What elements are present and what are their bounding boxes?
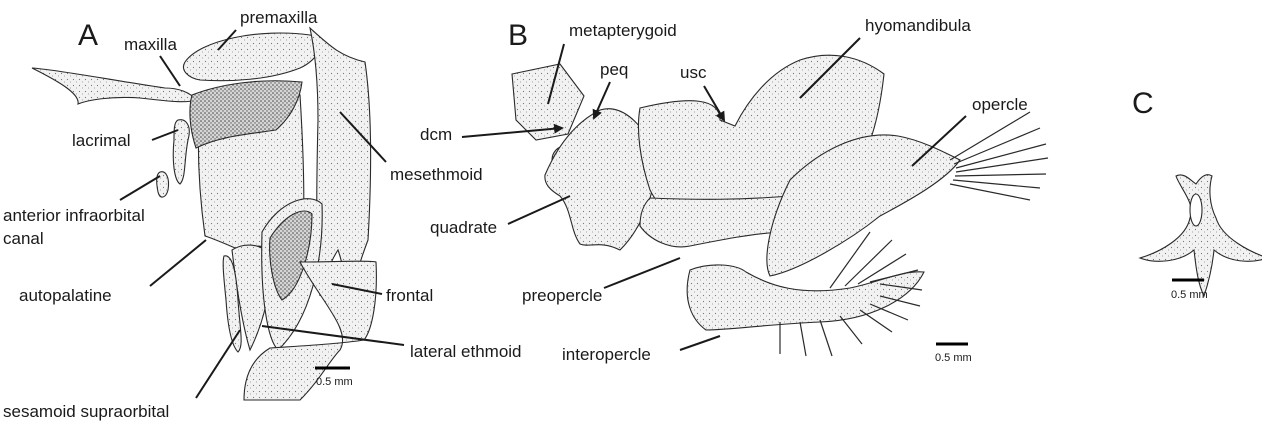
panel-c-letter: C (1132, 87, 1154, 120)
label-interopercle: interopercle (562, 345, 651, 364)
label-metapterygoid: metapterygoid (569, 21, 677, 40)
leader-maxilla (160, 56, 180, 86)
label-anterior-infraorbital-canal: canal (3, 229, 44, 248)
panel-b: B metapterygoid peq (420, 16, 1048, 364)
label-sesamoid-supraorbital: sesamoid supraorbital (3, 402, 169, 421)
scale-bar-c-label: 0.5 mm (1171, 289, 1208, 301)
label-anterior-infraorbital: anterior infraorbital (3, 206, 145, 225)
panel-a: A maxilla premaxilla lacrimal anterior i… (3, 8, 522, 421)
leader-quadrate (508, 196, 570, 224)
leader-sesamoid (196, 330, 240, 398)
label-quadrate: quadrate (430, 218, 497, 237)
label-dcm: dcm (420, 125, 452, 144)
infraorbital-canal-bone (157, 172, 169, 197)
leader-interopercle (680, 336, 720, 350)
label-usc: usc (680, 63, 707, 82)
label-peq: peq (600, 60, 628, 79)
label-hyomandibula: hyomandibula (865, 16, 971, 35)
interopercle-bone (687, 265, 924, 330)
panel-c-foramen (1190, 194, 1202, 226)
scale-bar-a-label: 0.5 mm (316, 376, 353, 388)
premaxilla-bone (183, 33, 320, 81)
label-premaxilla: premaxilla (240, 8, 318, 27)
label-opercle: opercle (972, 95, 1028, 114)
scale-bar-b-label: 0.5 mm (935, 352, 972, 364)
label-frontal: frontal (386, 286, 433, 305)
label-autopalatine: autopalatine (19, 286, 112, 305)
lacrimal-bone (173, 120, 189, 184)
opercle-rays (950, 112, 1048, 200)
panel-c: C 0.5 mm (1132, 87, 1262, 301)
leader-infraorbital (120, 176, 160, 200)
label-maxilla: maxilla (124, 35, 177, 54)
panel-b-letter: B (508, 19, 528, 52)
label-mesethmoid: mesethmoid (390, 165, 483, 184)
label-preopercle: preopercle (522, 286, 602, 305)
leader-preopercle (604, 258, 680, 288)
label-lateral-ethmoid: lateral ethmoid (410, 342, 522, 361)
panel-c-bone (1140, 175, 1262, 296)
leader-autopalatine (150, 240, 206, 286)
label-lacrimal: lacrimal (72, 131, 131, 150)
panel-a-letter: A (78, 19, 98, 52)
